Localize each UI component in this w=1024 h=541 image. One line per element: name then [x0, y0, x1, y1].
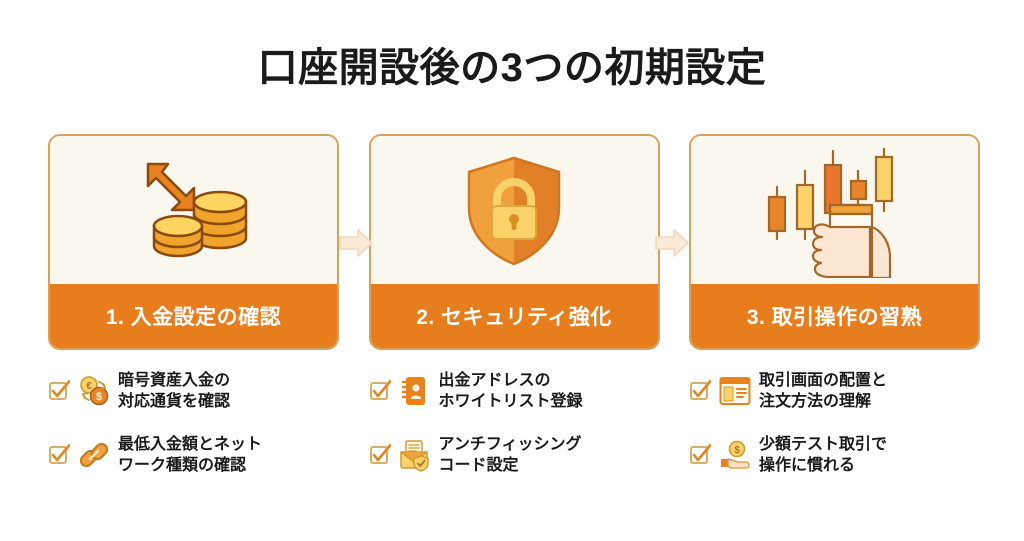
checkbox-checked-icon[interactable] — [689, 444, 712, 466]
list-item-label: 出金アドレスの ホワイトリスト登録 — [438, 371, 583, 410]
step-3-artwork — [691, 136, 978, 284]
candlestick-chart-hand-phone-icon — [767, 147, 893, 278]
step-1-artwork — [50, 136, 337, 284]
address-book-icon — [398, 374, 432, 408]
bullet-column-3: 取引画面の配置と 注文方法の理解 $ 少 — [689, 366, 980, 491]
arrow-right-icon — [339, 229, 373, 257]
checkbox-checked-icon[interactable] — [689, 380, 712, 402]
list-item-label: 暗号資産入金の 対応通貨を確認 — [118, 371, 231, 410]
connector-arrow-1 — [338, 228, 374, 258]
checkbox-checked-icon[interactable] — [48, 444, 71, 466]
list-item-label: 最低入金額とネット ワーク種類の確認 — [118, 435, 263, 474]
envelope-shield-icon — [398, 438, 432, 472]
bullet-column-1: € $ 暗号資産入金の 対応通貨を確認 — [48, 366, 339, 491]
svg-text:$: $ — [734, 445, 740, 456]
list-item-label: 少額テスト取引で 操作に慣れる — [759, 435, 888, 474]
checkbox-checked-icon[interactable] — [48, 380, 71, 402]
page-title: 口座開設後の3つの初期設定 — [257, 46, 767, 90]
svg-text:$: $ — [96, 391, 102, 403]
chain-link-icon — [77, 438, 111, 472]
list-item[interactable]: 最低入金額とネット ワーク種類の確認 — [48, 430, 339, 480]
step-2-band-label: 2. セキュリティ強化 — [370, 284, 658, 348]
step-1-band-label: 1. 入金設定の確認 — [50, 284, 337, 348]
list-item[interactable]: 出金アドレスの ホワイトリスト登録 — [369, 366, 660, 416]
step-2-artwork — [370, 136, 658, 284]
list-item[interactable]: アンチフィッシング コード設定 — [369, 430, 660, 480]
bullet-columns: € $ 暗号資産入金の 対応通貨を確認 — [48, 366, 980, 491]
steps-card-row: 1. 入金設定の確認 — [48, 134, 980, 350]
list-item-label: 取引画面の配置と 注文方法の理解 — [759, 371, 888, 410]
currency-exchange-icon: € $ — [77, 374, 111, 408]
checkbox-checked-icon[interactable] — [369, 444, 391, 466]
step-card-3[interactable]: 3. 取引操作の習熟 — [689, 134, 980, 350]
list-item[interactable]: $ 少額テスト取引で 操作に慣れる — [689, 430, 980, 480]
trading-screen-layout-icon — [718, 374, 752, 408]
coins-with-down-arrow-icon — [146, 162, 247, 258]
step-card-2[interactable]: 2. セキュリティ強化 — [368, 134, 660, 350]
connector-arrow-2 — [654, 228, 690, 258]
arrow-right-icon — [655, 229, 689, 257]
list-item[interactable]: € $ 暗号資産入金の 対応通貨を確認 — [48, 366, 339, 416]
list-item-label: アンチフィッシング コード設定 — [438, 435, 582, 474]
step-3-band-label: 3. 取引操作の習熟 — [691, 284, 978, 348]
bullet-column-2: 出金アドレスの ホワイトリスト登録 — [369, 366, 660, 491]
hand-with-coin-icon: $ — [718, 438, 752, 472]
svg-text:€: € — [86, 381, 92, 392]
step-card-1[interactable]: 1. 入金設定の確認 — [48, 134, 339, 350]
checkbox-checked-icon[interactable] — [369, 380, 391, 402]
shield-lock-icon — [467, 156, 561, 266]
list-item[interactable]: 取引画面の配置と 注文方法の理解 — [689, 366, 980, 416]
